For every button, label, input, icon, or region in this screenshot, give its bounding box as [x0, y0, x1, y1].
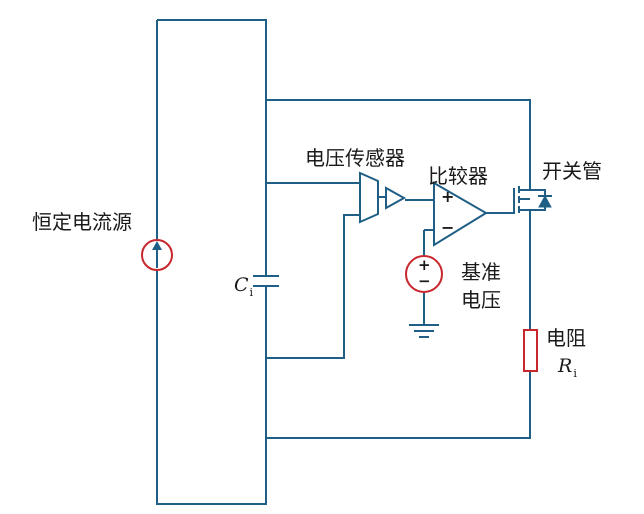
reference-minus-sign: −: [418, 272, 431, 290]
bottom-return-wire: [266, 370, 531, 439]
reference-voltage-label-line1: 基准: [461, 260, 501, 284]
ground-icon: [409, 324, 439, 338]
voltage-sensor: [359, 171, 407, 224]
source-loop-wire: [156, 19, 267, 505]
comparator-label: 比较器: [428, 164, 488, 188]
sensor-lower-input-wire: [266, 214, 360, 359]
arrow-up-icon: [152, 241, 162, 250]
wires: [156, 19, 531, 505]
top-right-wire: [266, 99, 531, 190]
resistor-symbol-letter: R: [558, 355, 573, 377]
capacitor-symbol-letter: C: [234, 274, 249, 296]
capacitor-ci: [253, 275, 279, 287]
comparator-plus-sign: +: [441, 187, 455, 206]
switch-tube-label: 开关管: [542, 159, 602, 183]
capacitor-symbol-subscript: i: [249, 286, 254, 299]
reference-voltage-source: [405, 255, 443, 293]
resistor-symbol-subscript: i: [573, 367, 577, 380]
capacitor-symbol: Ci: [234, 274, 254, 299]
voltage-sensor-label: 电压传感器: [305, 146, 405, 170]
resistor-symbol: Ri: [558, 355, 577, 380]
reference-voltage-label-line2: 电压: [461, 288, 501, 312]
switch-mosfet: [513, 186, 552, 213]
reference-plus-sign: +: [418, 256, 431, 274]
current-source: [141, 239, 173, 271]
current-source-label: 恒定电流源: [32, 210, 132, 234]
comparator-op-amp: [433, 181, 488, 247]
comparator-to-gate-wire: [486, 192, 515, 214]
resistor-label: 电阻: [546, 326, 586, 350]
comparator-minus-sign: −: [441, 218, 455, 237]
resistor-ri: [523, 329, 538, 372]
